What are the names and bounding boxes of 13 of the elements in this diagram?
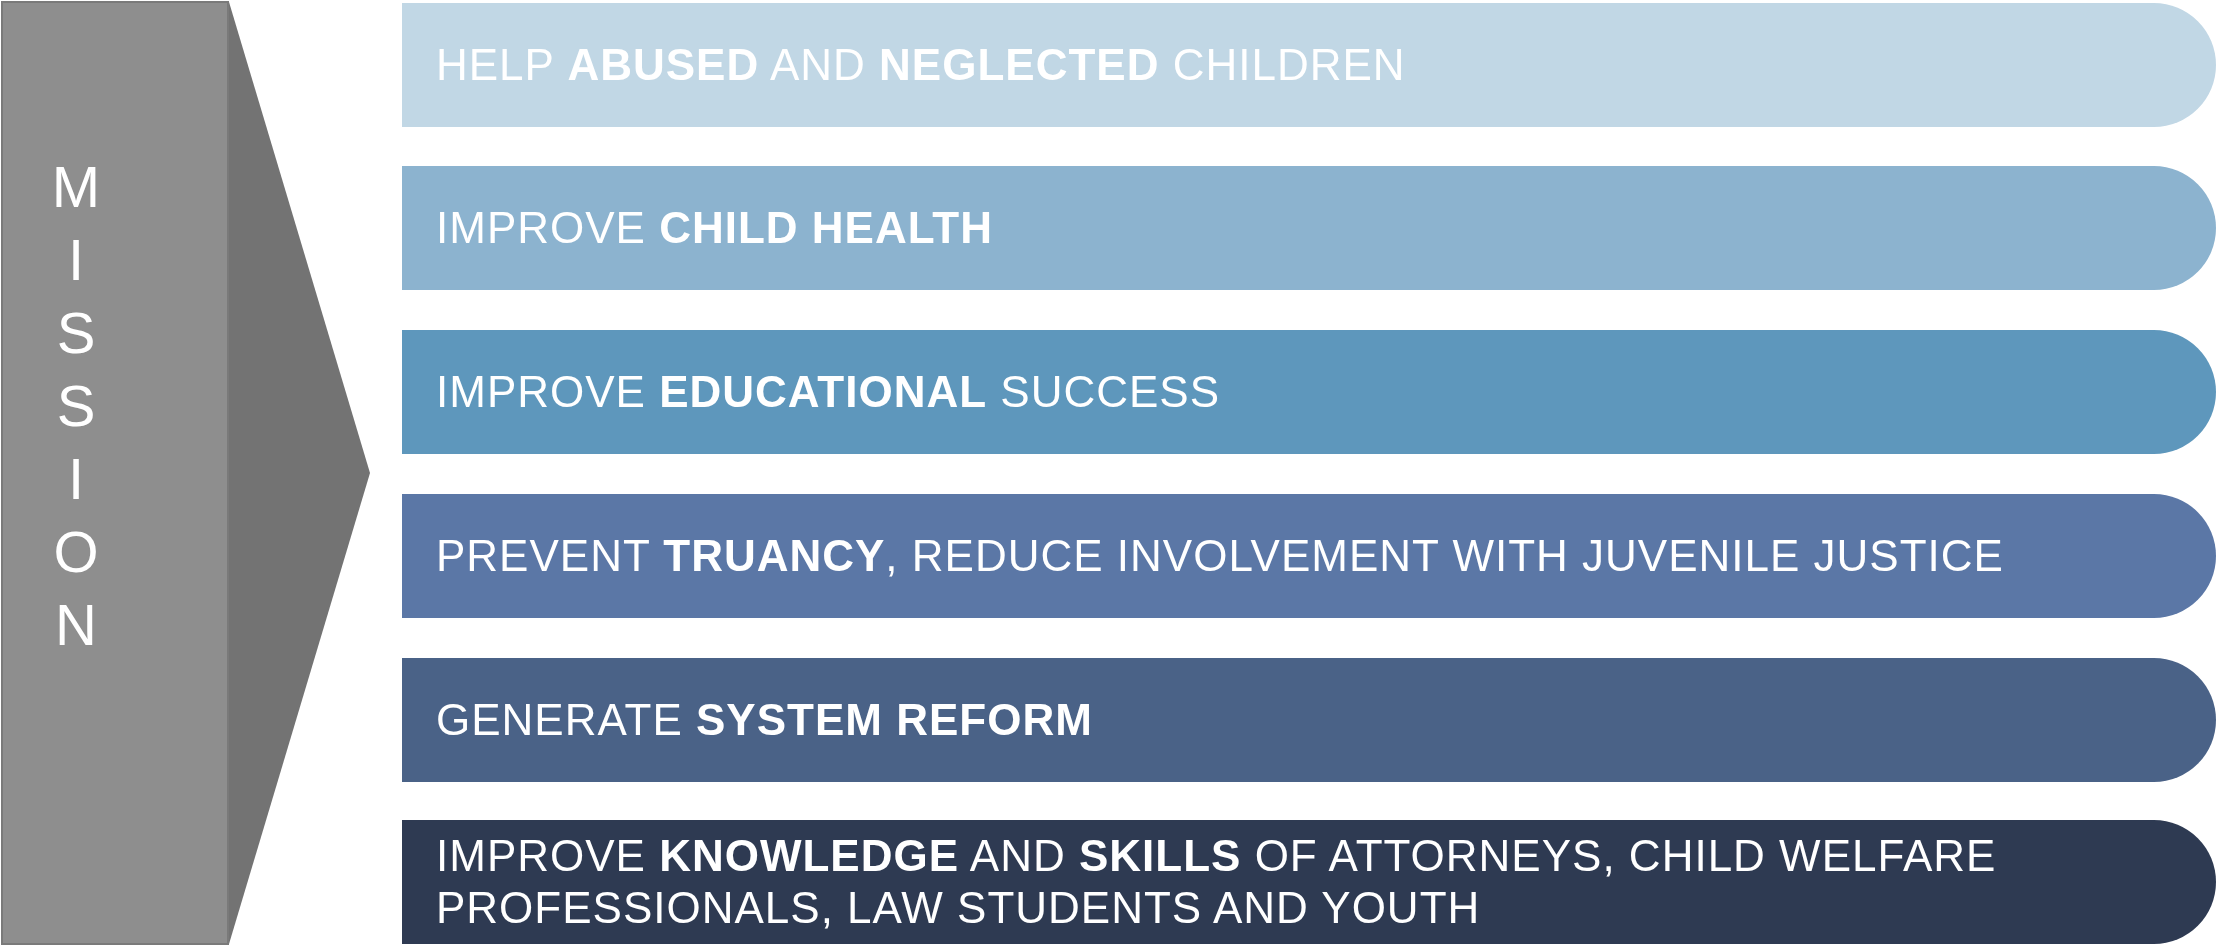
goal-text: IMPROVE EDUCATIONAL SUCCESS <box>436 366 1221 418</box>
goal-bar <box>402 166 2216 290</box>
goal-bar <box>402 494 2216 618</box>
goal-text: IMPROVE CHILD HEALTH <box>436 202 993 254</box>
vertical-heading: MISSION <box>51 153 101 659</box>
goal-text: GENERATE SYSTEM REFORM <box>436 694 1093 746</box>
goal-bar <box>402 820 2216 944</box>
goal-text: IMPROVE KNOWLEDGE AND SKILLS OF ATTORNEYS, CHILD WELFARE PROFESSIONALS, LAW STUDENTS AND YOUTH <box>436 830 1998 934</box>
goal-bar <box>402 3 2216 127</box>
goal-bar <box>402 330 2216 454</box>
goal-text: HELP ABUSED AND NEGLECTED CHILDREN <box>436 39 1406 91</box>
goal-text: PREVENT TRUANCY, REDUCE INVOLVEMENT WITH JUVENILE JUSTICE <box>436 530 2004 582</box>
goal-bar <box>402 658 2216 782</box>
